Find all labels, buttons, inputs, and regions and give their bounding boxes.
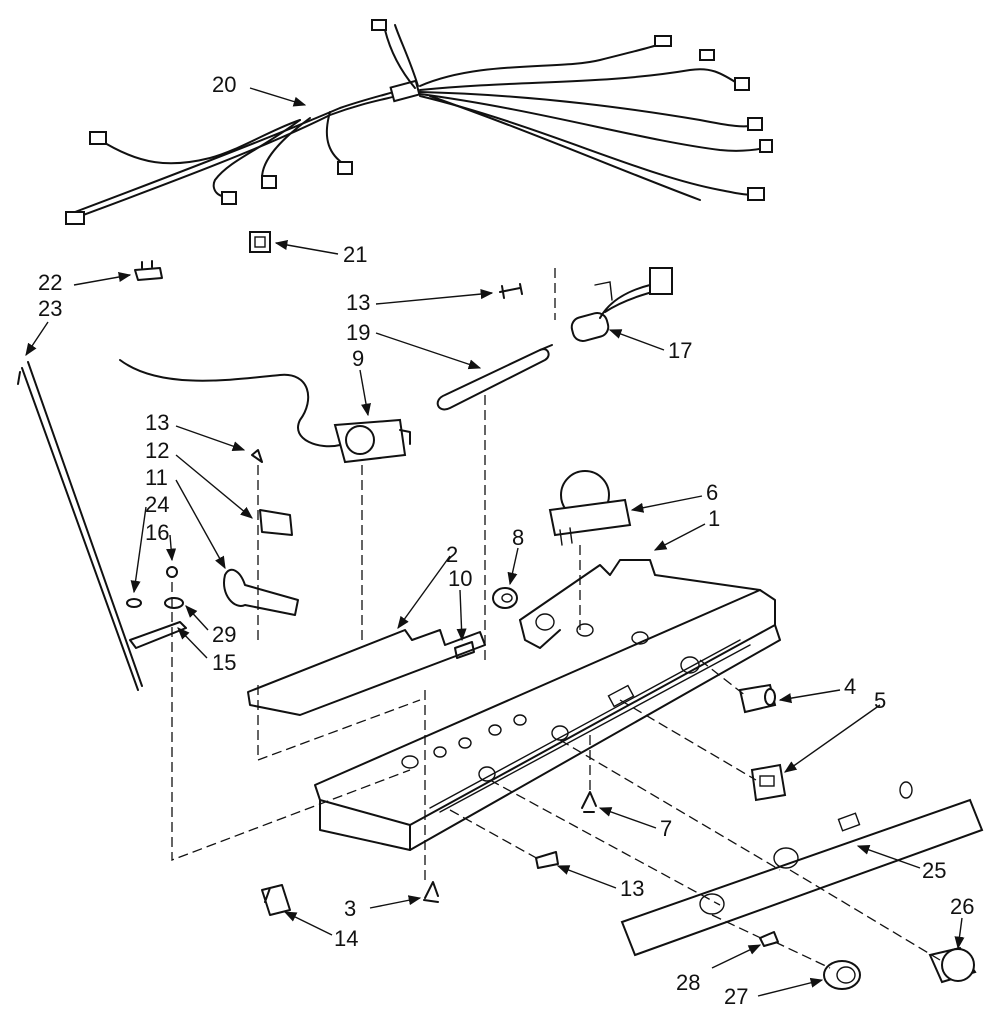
wire-harness-icon <box>65 19 773 225</box>
callout-19: 19 <box>346 320 370 345</box>
callout-13-bottom: 13 <box>620 876 644 901</box>
callout-7: 7 <box>660 816 672 841</box>
capacitor-icon <box>570 267 673 343</box>
callout-12: 12 <box>145 438 169 463</box>
connector-icon <box>249 231 271 253</box>
control-panel-icon <box>620 781 984 957</box>
callout-22: 22 <box>38 270 62 295</box>
thermostat-icon <box>436 344 553 411</box>
callout-27: 27 <box>724 984 748 1009</box>
leader-arrows <box>25 87 965 997</box>
clip-icon <box>261 884 291 916</box>
callout-16: 16 <box>145 520 169 545</box>
callout-28: 28 <box>676 970 700 995</box>
defrost-timer-icon <box>548 470 632 546</box>
callout-4: 4 <box>844 674 856 699</box>
screw-icon <box>499 283 523 299</box>
callout-15: 15 <box>212 650 236 675</box>
callout-13-top: 13 <box>346 290 370 315</box>
knob-icon <box>759 931 977 990</box>
bracket-icon <box>134 260 163 281</box>
callout-8: 8 <box>512 525 524 550</box>
callout-9: 9 <box>352 346 364 371</box>
callout-17: 17 <box>668 338 692 363</box>
callout-24: 24 <box>145 492 169 517</box>
callout-3: 3 <box>344 896 356 921</box>
callout-10: 10 <box>448 566 472 591</box>
callout-5: 5 <box>874 688 886 713</box>
control-housing-icon <box>314 559 781 851</box>
bracket-icon <box>247 629 486 716</box>
callout-6: 6 <box>706 480 718 505</box>
control-housing-icon <box>492 587 518 609</box>
screw-icon <box>423 791 597 903</box>
damper-control-icon <box>119 359 411 464</box>
rod-icon <box>17 361 143 691</box>
assembly-guide-lines <box>171 268 941 969</box>
callout-21: 21 <box>343 242 367 267</box>
callout-14: 14 <box>334 926 358 951</box>
callout-26: 26 <box>950 894 974 919</box>
screw-icon <box>454 641 475 659</box>
callout-20: 20 <box>212 72 236 97</box>
callout-29: 29 <box>212 622 236 647</box>
switch-icon <box>738 683 787 802</box>
callout-2: 2 <box>446 542 458 567</box>
callout-labels: 20 21 22 23 13 19 9 17 13 12 11 24 16 29… <box>38 72 974 1009</box>
callout-13-left: 13 <box>145 410 169 435</box>
callout-25: 25 <box>922 858 946 883</box>
callout-23: 23 <box>38 296 62 321</box>
callout-11: 11 <box>145 465 168 490</box>
callout-1: 1 <box>708 506 720 531</box>
